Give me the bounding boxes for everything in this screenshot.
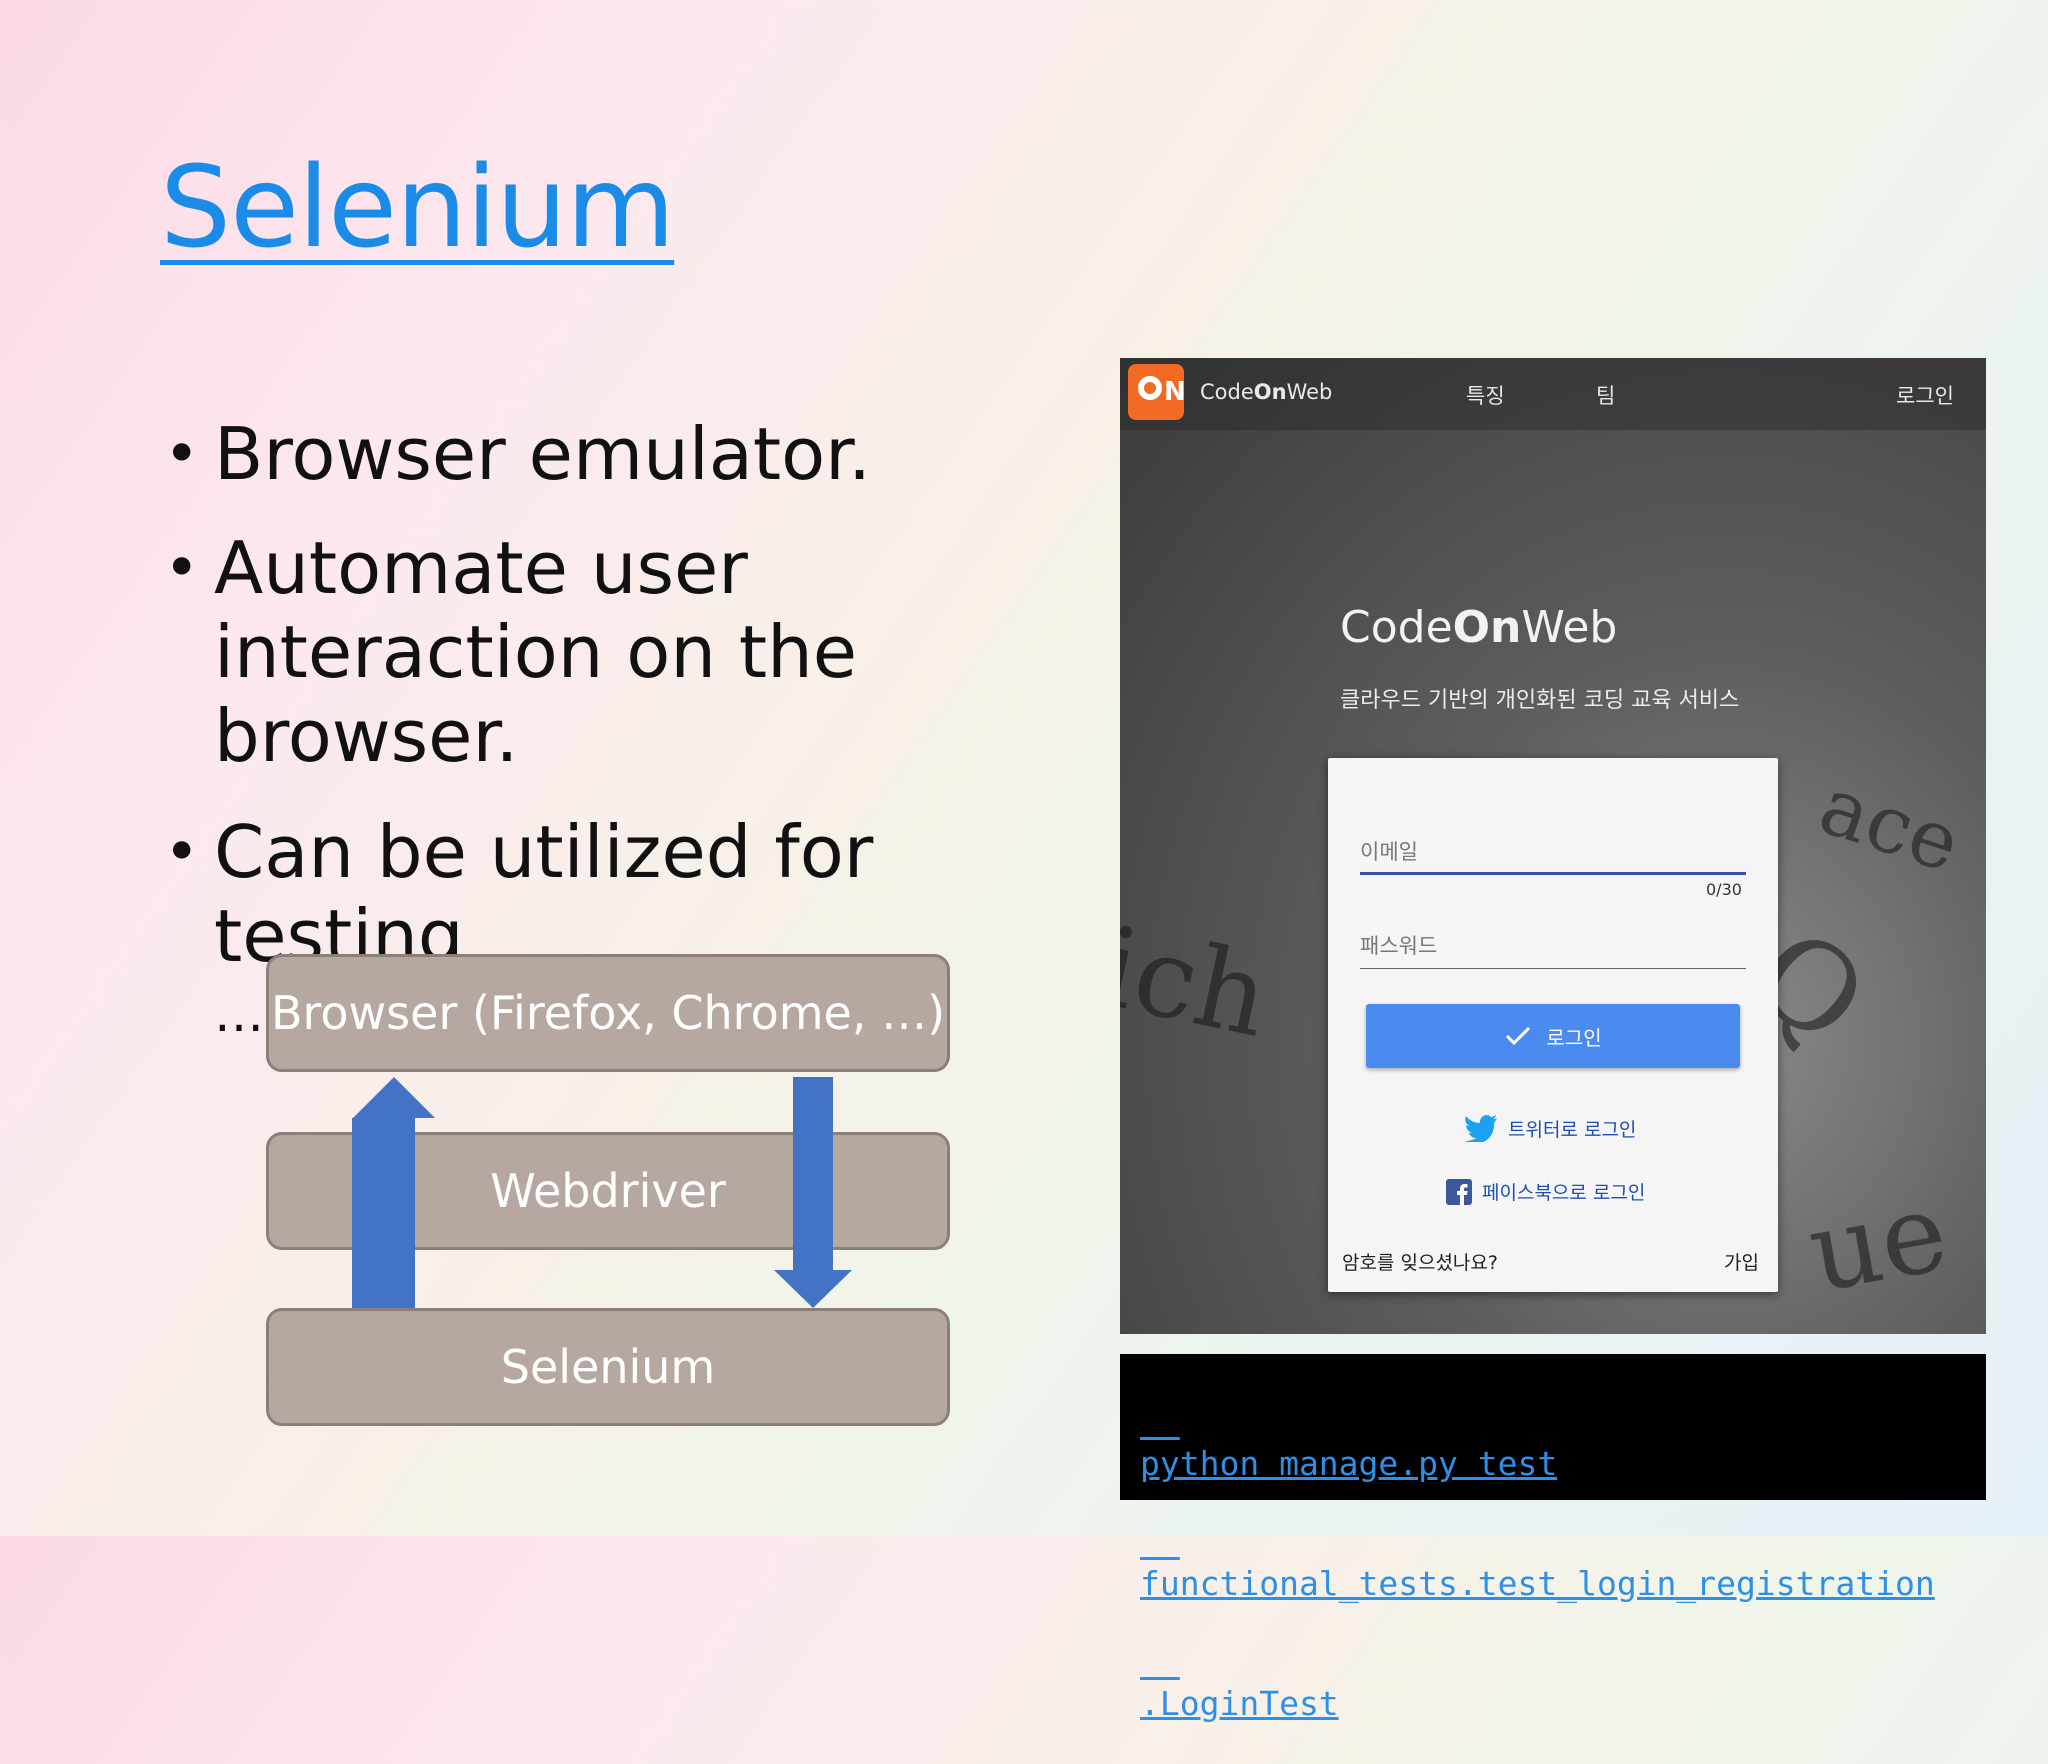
codeonweb-logo-icon[interactable]: N	[1128, 364, 1186, 420]
background-texture: ace	[1809, 758, 1971, 891]
nav-features[interactable]: 특징	[1466, 384, 1505, 408]
twitter-login-link[interactable]: 트위터로 로그인	[1464, 1114, 1636, 1142]
background-texture: ue	[1799, 1167, 1957, 1317]
layer-label: Webdriver	[490, 1164, 726, 1218]
diagram-layer-browser: Browser (Firefox, Chrome, …)	[266, 954, 950, 1072]
command-line: functional_tests.test_login_registration	[1140, 1564, 1935, 1603]
slide-title[interactable]: Selenium	[160, 143, 675, 273]
twitter-login-label: 트위터로 로그인	[1508, 1118, 1637, 1141]
nav-login[interactable]: 로그인	[1896, 384, 1954, 408]
hero-title: CodeOnWeb	[1340, 602, 1618, 653]
top-navbar: N CodeOnWeb 특징 팀 로그인	[1120, 358, 1986, 430]
app-screenshot: ich Q ace ue N CodeOnWeb 특징 팀 로그인 CodeOn…	[1120, 358, 1986, 1334]
bullet-text: Browser emulator.	[214, 412, 871, 496]
diagram-layer-selenium: Selenium	[266, 1308, 950, 1426]
layer-label: Selenium	[500, 1340, 716, 1394]
password-label: 패스워드	[1360, 934, 1438, 958]
bullet-dot-icon: •	[164, 419, 200, 489]
hero-subtitle: 클라우드 기반의 개인화된 코딩 교육 서비스	[1340, 688, 1740, 713]
signup-link[interactable]: 가입	[1724, 1252, 1759, 1274]
forgot-password-link[interactable]: 암호를 잊으셨나요?	[1342, 1252, 1498, 1274]
facebook-login-link[interactable]: 페이스북으로 로그인	[1446, 1178, 1645, 1205]
facebook-icon	[1446, 1178, 1472, 1205]
bullet-dot-icon: •	[164, 533, 200, 603]
bullet-list: • Browser emulator. • Automate user inte…	[160, 412, 1100, 1050]
bullet-text: Can be utilized for testing	[214, 810, 874, 978]
login-button-label: 로그인	[1546, 1025, 1602, 1050]
facebook-login-label: 페이스북으로 로그인	[1482, 1182, 1646, 1204]
email-field[interactable]	[1360, 872, 1746, 875]
login-card: 이메일 0/30 패스워드 로그인 트위터로 로그인 페이스북으로 로그인 암호…	[1328, 758, 1778, 1292]
email-counter: 0/30	[1706, 880, 1742, 899]
bullet-item: • Automate user interaction on the brows…	[160, 526, 1100, 778]
bullet-text: Automate user interaction on the browser…	[214, 526, 858, 778]
test-command-link[interactable]: python manage.py test functional_tests.t…	[1120, 1354, 1986, 1723]
brand-name[interactable]: CodeOnWeb	[1200, 380, 1333, 404]
layer-label: Browser (Firefox, Chrome, …)	[270, 986, 946, 1040]
command-line: .LoginTest	[1140, 1684, 1339, 1723]
email-label: 이메일	[1360, 840, 1418, 864]
nav-team[interactable]: 팀	[1596, 384, 1616, 408]
bullet-dot-icon: •	[164, 817, 200, 887]
twitter-icon	[1465, 1115, 1497, 1142]
login-button[interactable]: 로그인	[1366, 1004, 1740, 1068]
diagram-layer-webdriver: Webdriver	[266, 1132, 950, 1250]
command-line: python manage.py test	[1140, 1444, 1558, 1483]
background-texture: ich	[1120, 901, 1280, 1063]
password-field[interactable]	[1360, 968, 1746, 969]
check-icon	[1506, 1026, 1531, 1046]
bullet-item: • Browser emulator.	[160, 412, 1100, 496]
